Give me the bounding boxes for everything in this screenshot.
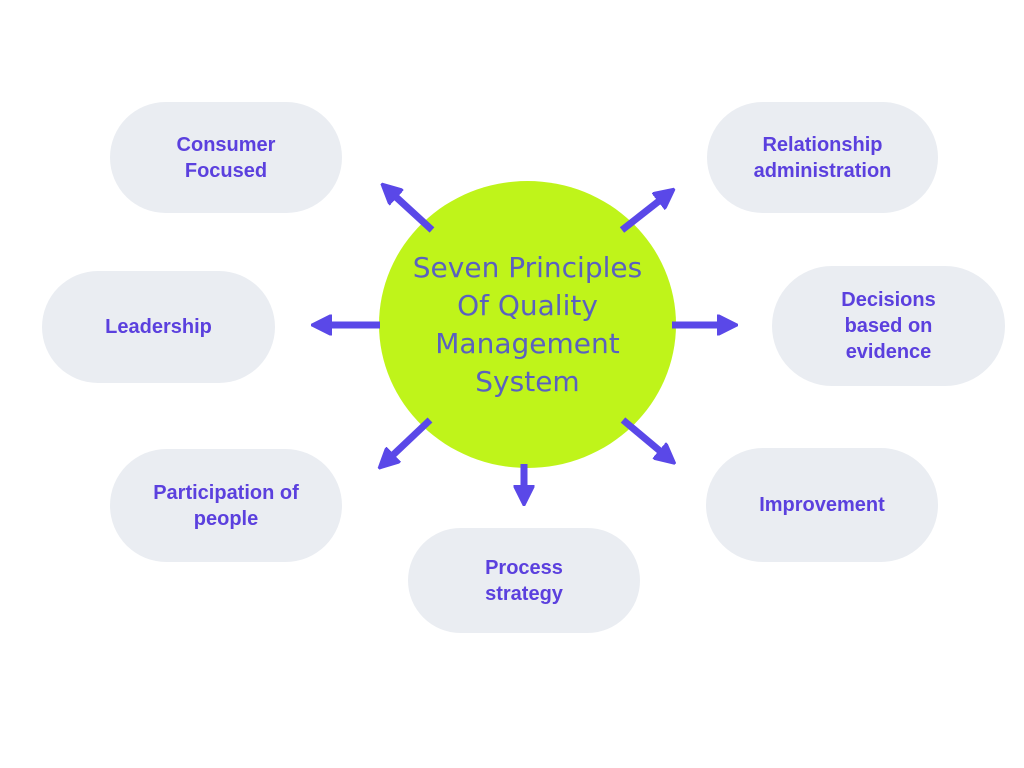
center-node: Seven Principles Of Quality Management S… (379, 181, 676, 468)
node-leadership-label: Leadership (105, 316, 212, 338)
node-process-strategy: Process strategy (408, 528, 640, 633)
node-decisions-based-on-evidence-label: Decisions based on evidence (841, 289, 936, 363)
center-node-label: Seven Principles Of Quality Management S… (412, 250, 643, 398)
node-improvement: Improvement (706, 448, 938, 562)
node-process-strategy-label: Process strategy (485, 556, 563, 605)
node-relationship-administration: Relationship administration (707, 102, 938, 213)
node-participation-of-people: Participation of people (110, 449, 342, 562)
node-leadership: Leadership (42, 271, 275, 383)
node-participation-of-people-label: Participation of people (153, 481, 299, 530)
node-improvement-label: Improvement (759, 494, 885, 516)
node-consumer-focused: Consumer Focused (110, 102, 342, 213)
node-consumer-focused-label: Consumer Focused (176, 133, 276, 182)
node-decisions-based-on-evidence: Decisions based on evidence (772, 266, 1005, 386)
node-relationship-administration-label: Relationship administration (753, 133, 892, 182)
